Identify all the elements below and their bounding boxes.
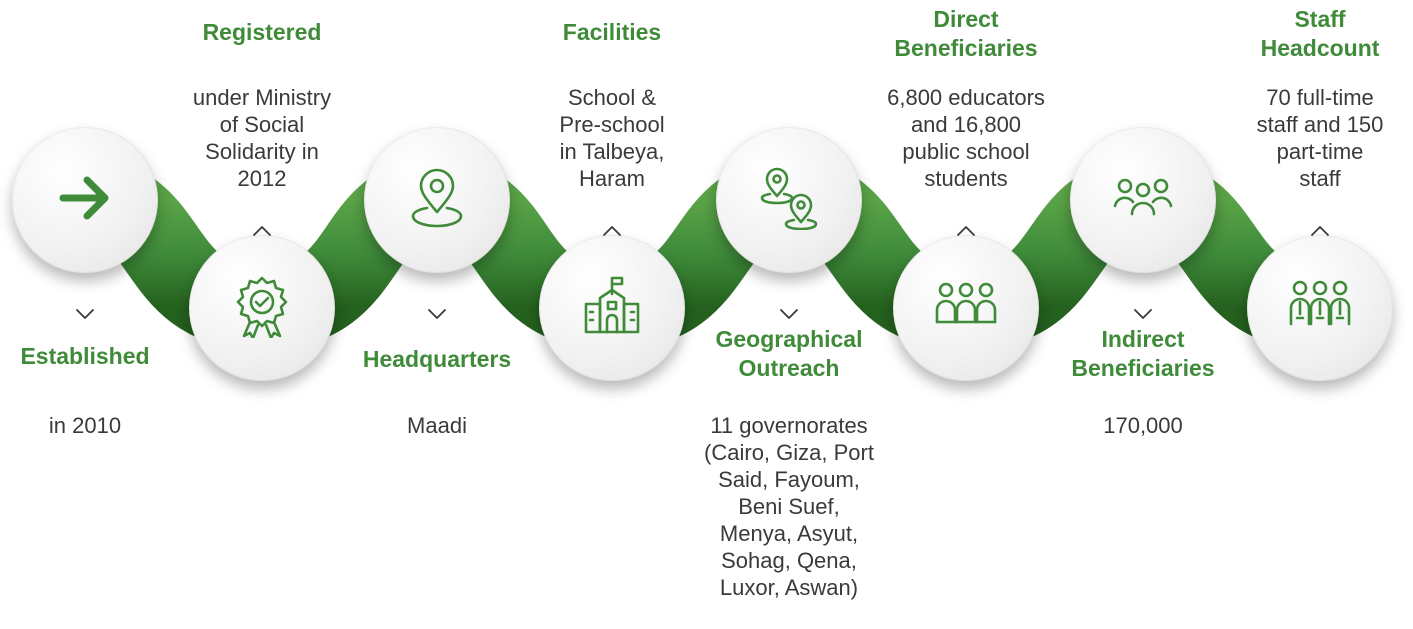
school-building-icon: [580, 274, 644, 343]
milestone-description-direct-beneficiaries: 6,800 educators and 16,800 public school…: [887, 85, 1045, 191]
milestone-title-registered: Registered: [202, 19, 322, 45]
chevron-down-icon: [75, 307, 95, 319]
map-pin-icon: [405, 166, 469, 235]
milestone-description-headquarters: Maadi: [407, 413, 467, 438]
milestone-node-established: [12, 127, 158, 273]
group-people-icon: [934, 274, 998, 343]
chevron-up-icon: [602, 224, 622, 236]
milestone-node-direct-beneficiaries: [893, 235, 1039, 381]
milestone-description-facilities: School & Pre-school in Talbeya, Haram: [559, 85, 665, 191]
milestone-title-facilities: Facilities: [562, 19, 662, 45]
arrow-right-icon: [53, 166, 117, 235]
milestone-description-indirect-beneficiaries: 170,000: [1103, 413, 1183, 438]
milestone-node-headquarters: [364, 127, 510, 273]
certificate-badge-icon: [230, 274, 294, 343]
milestone-description-geographical-outreach: 11 governorates (Cairo, Giza, Port Said,…: [704, 413, 874, 600]
chevron-down-icon: [1133, 307, 1153, 319]
chevron-up-icon: [1310, 224, 1330, 236]
chevron-up-icon: [252, 224, 272, 236]
milestone-node-facilities: [539, 235, 685, 381]
milestone-title-established: Established: [20, 343, 150, 369]
milestone-node-staff-headcount: [1247, 235, 1393, 381]
milestone-description-registered: under Ministry of Social Solidarity in 2…: [192, 85, 332, 191]
staff-team-icon: [1288, 274, 1352, 343]
milestone-node-registered: [189, 235, 335, 381]
milestone-title-staff-headcount: Staff Headcount: [1260, 6, 1380, 61]
multiple-locations-icon: [757, 166, 821, 235]
chevron-down-icon: [779, 307, 799, 319]
milestone-node-geographical-outreach: [716, 127, 862, 273]
milestone-node-indirect-beneficiaries: [1070, 127, 1216, 273]
milestone-description-established: in 2010: [48, 413, 122, 438]
milestone-title-direct-beneficiaries: Direct Beneficiaries: [894, 6, 1038, 61]
milestone-description-staff-headcount: 70 full-time staff and 150 part-time sta…: [1256, 85, 1384, 191]
milestone-title-indirect-beneficiaries: Indirect Beneficiaries: [1071, 326, 1215, 381]
chevron-up-icon: [956, 224, 976, 236]
milestone-title-geographical-outreach: Geographical Outreach: [715, 326, 863, 381]
community-people-icon: [1111, 166, 1175, 235]
milestone-title-headquarters: Headquarters: [362, 346, 512, 372]
chevron-down-icon: [427, 307, 447, 319]
